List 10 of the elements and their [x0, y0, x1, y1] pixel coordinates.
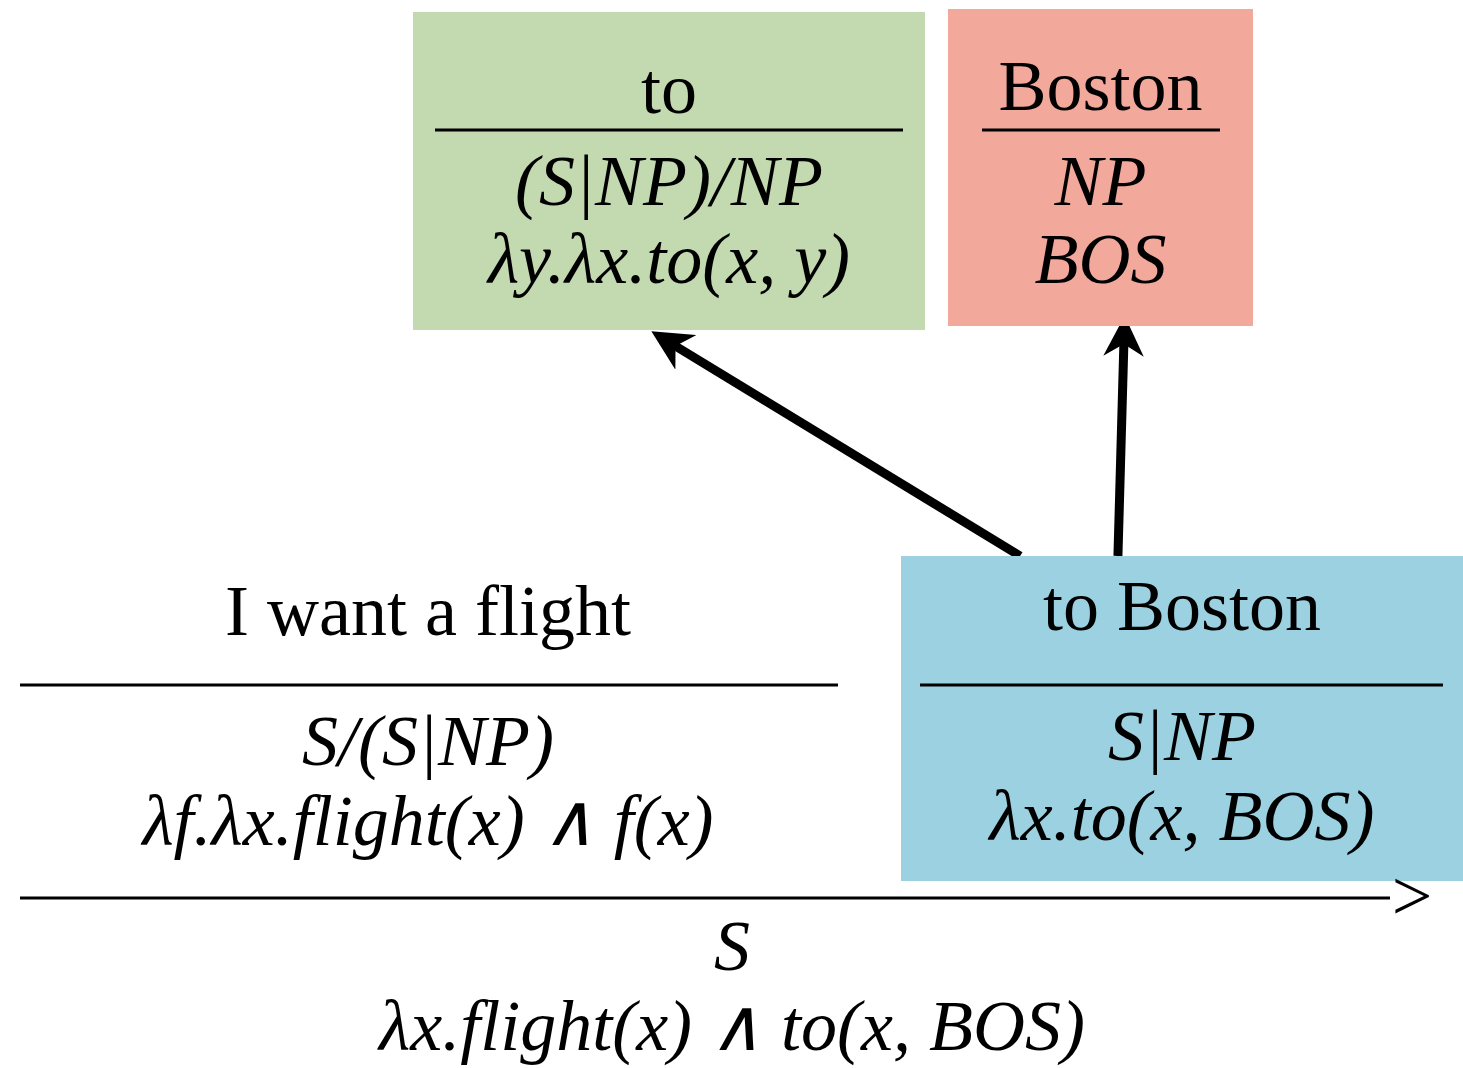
category-formula: S: [714, 910, 750, 982]
word-heading: to: [640, 53, 698, 125]
category-box: [948, 9, 1253, 326]
category-formula: NP: [1053, 145, 1148, 217]
category-box: [413, 12, 925, 330]
category-box: [901, 556, 1463, 881]
word-heading: Boston: [997, 50, 1204, 122]
semantics-formula: BOS: [1033, 223, 1168, 295]
combinator-symbol: >: [1391, 860, 1433, 932]
word-heading: to Boston: [1041, 570, 1323, 642]
